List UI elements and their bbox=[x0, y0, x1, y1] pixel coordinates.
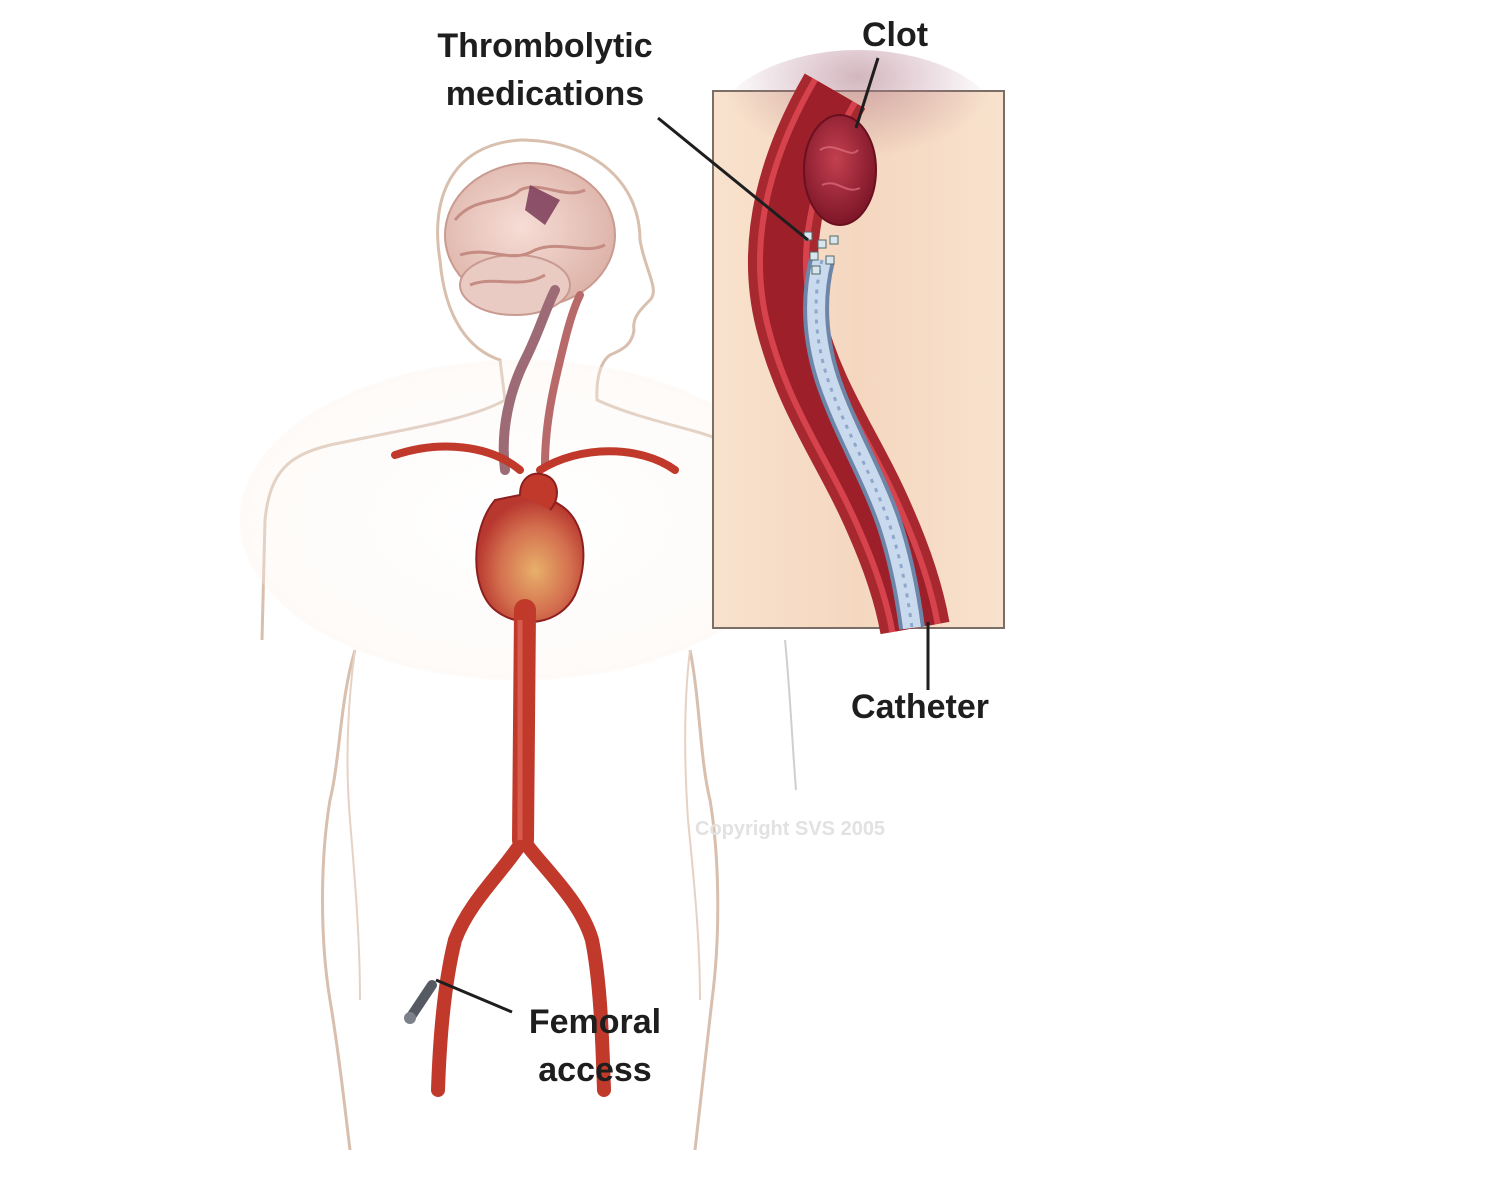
femoral-label-line2: access bbox=[538, 1051, 652, 1089]
femoral-leader bbox=[435, 978, 513, 1014]
heart bbox=[475, 472, 585, 623]
femoral-label-line1: Femoral bbox=[528, 1003, 662, 1041]
clot-leader bbox=[854, 57, 880, 129]
femoral-access-label: Femoral access bbox=[500, 998, 690, 1094]
thrombolytic-leader bbox=[657, 116, 809, 242]
thrombolytic-label: Thrombolytic medications bbox=[395, 22, 695, 118]
arch-branches bbox=[391, 442, 679, 474]
brain bbox=[444, 162, 616, 316]
thrombolytic-label-line2: medications bbox=[445, 75, 645, 113]
inset-panel bbox=[708, 50, 1008, 635]
aorta bbox=[431, 599, 611, 1097]
catheter-label: Catheter bbox=[851, 688, 989, 726]
carotid-arteries bbox=[498, 285, 584, 475]
femoral-sheath bbox=[404, 980, 437, 1024]
clot-label: Clot bbox=[861, 16, 929, 54]
thrombolytic-label-line1: Thrombolytic bbox=[437, 27, 653, 65]
copyright-watermark: Copyright SVS 2005 bbox=[695, 818, 886, 840]
medication-spray bbox=[803, 231, 839, 275]
leader-lines bbox=[435, 57, 930, 1014]
